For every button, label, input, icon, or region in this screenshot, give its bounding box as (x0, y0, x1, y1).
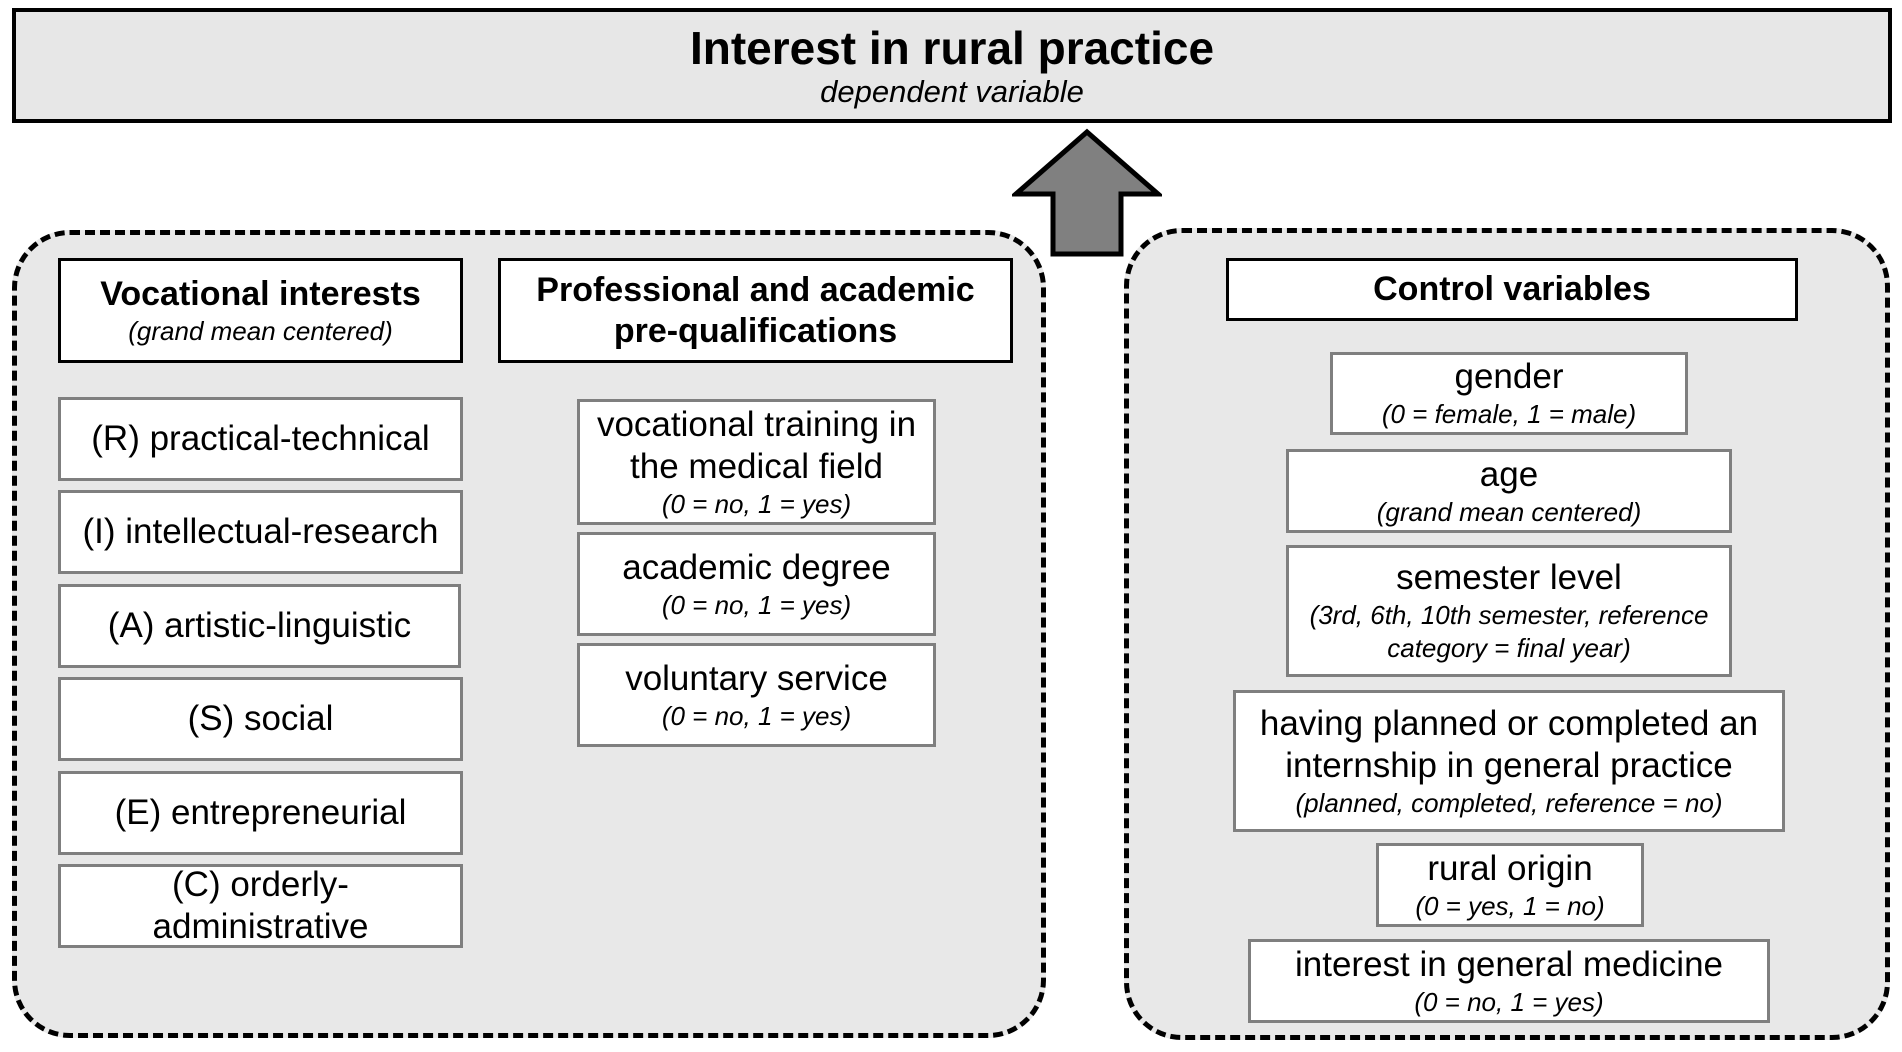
vocational-item-label: (R) practical-technical (91, 419, 430, 458)
control-item-sub: (0 = yes, 1 = no) (1415, 890, 1605, 921)
control-item-label: interest in general medicine (1294, 944, 1723, 984)
prequal-item-sub: (0 = no, 1 = yes) (661, 589, 852, 620)
vocational-item-label: (C) orderly-administrative (152, 865, 369, 946)
vocational-item-e: (E) entrepreneurial (58, 771, 463, 855)
control-variables-header: Control variables (1226, 258, 1798, 321)
vocational-item-label: (I) intellectual-research (82, 512, 439, 551)
control-item-label: having planned or completed an internshi… (1259, 703, 1759, 785)
up-arrow-icon (1012, 128, 1162, 257)
dependent-variable-box: Interest in rural practice dependent var… (12, 8, 1892, 123)
control-item-interest-general-medicine: interest in general medicine (0 = no, 1 … (1248, 939, 1770, 1023)
vocational-item-r: (R) practical-technical (58, 397, 463, 481)
prequalifications-title: Professional and academic pre-qualificat… (536, 270, 975, 350)
control-item-label: gender (1454, 357, 1564, 396)
dependent-variable-subtitle: dependent variable (820, 73, 1084, 109)
prequal-item-label: academic degree (622, 547, 891, 587)
prequal-item-vocational-training: vocational training in the medical field… (577, 399, 936, 525)
vocational-item-label: (S) social (187, 699, 334, 738)
prequal-item-sub: (0 = no, 1 = yes) (661, 700, 852, 731)
control-item-gender: gender (0 = female, 1 = male) (1330, 352, 1688, 435)
control-item-label: rural origin (1427, 848, 1593, 888)
control-item-sub: (3rd, 6th, 10th semester, reference cate… (1309, 600, 1709, 663)
control-item-sub: (0 = female, 1 = male) (1381, 399, 1637, 429)
control-variables-title: Control variables (1373, 270, 1651, 308)
prequal-item-academic-degree: academic degree (0 = no, 1 = yes) (577, 532, 936, 636)
vocational-interests-header: Vocational interests (grand mean centere… (58, 258, 463, 363)
vocational-item-i: (I) intellectual-research (58, 490, 463, 574)
control-item-sub: (planned, completed, reference = no) (1295, 787, 1723, 818)
control-item-rural-origin: rural origin (0 = yes, 1 = no) (1376, 843, 1644, 927)
prequal-item-voluntary-service: voluntary service (0 = no, 1 = yes) (577, 643, 936, 747)
prequalifications-header: Professional and academic pre-qualificat… (498, 258, 1013, 363)
vocational-item-c: (C) orderly-administrative (58, 864, 463, 948)
vocational-item-label: (E) entrepreneurial (114, 793, 407, 832)
vocational-interests-subtitle: (grand mean centered) (128, 316, 393, 346)
prequal-item-sub: (0 = no, 1 = yes) (661, 488, 852, 519)
control-item-sub: (grand mean centered) (1376, 496, 1642, 527)
control-item-label: age (1479, 454, 1539, 494)
vocational-item-label: (A) artistic-linguistic (107, 606, 412, 645)
prequal-item-label: voluntary service (625, 658, 888, 698)
vocational-item-s: (S) social (58, 677, 463, 761)
dependent-variable-title: Interest in rural practice (689, 21, 1215, 74)
control-item-sub: (0 = no, 1 = yes) (1414, 986, 1604, 1017)
vocational-interests-title: Vocational interests (100, 275, 421, 313)
control-item-label: semester level (1396, 558, 1622, 597)
vocational-item-a: (A) artistic-linguistic (58, 584, 461, 668)
prequal-item-label: vocational training in the medical field (596, 404, 917, 486)
control-item-semester-level: semester level (3rd, 6th, 10th semester,… (1286, 545, 1732, 677)
control-item-age: age (grand mean centered) (1286, 449, 1732, 533)
control-item-internship: having planned or completed an internshi… (1233, 690, 1785, 832)
